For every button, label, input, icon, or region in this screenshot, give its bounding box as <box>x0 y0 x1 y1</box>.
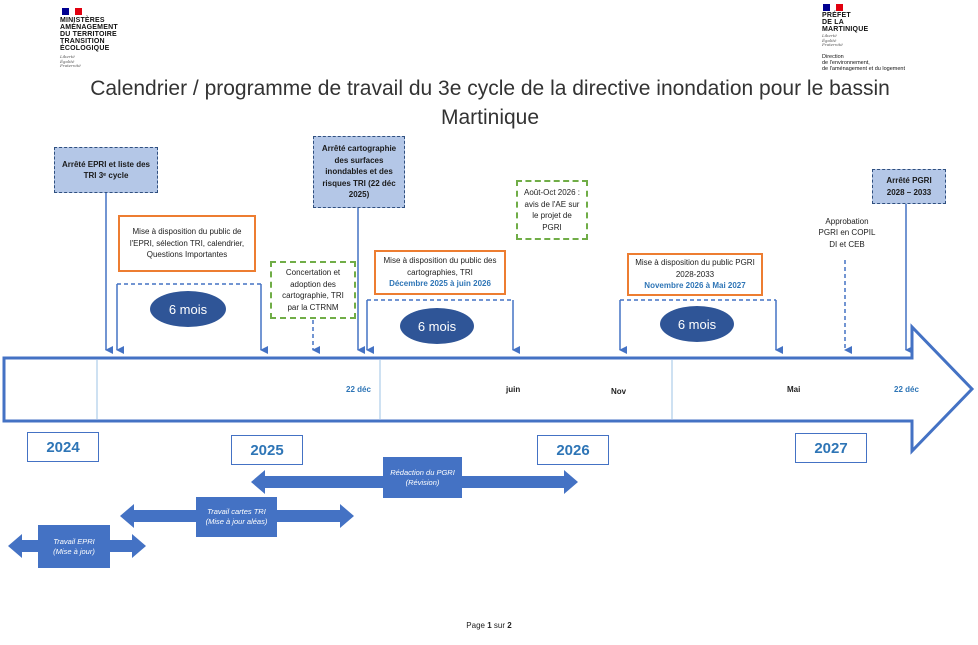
task-label-bg-epri <box>38 525 110 568</box>
left-flag-icon <box>62 8 83 15</box>
duration-pill-1: 6 mois <box>150 291 226 327</box>
milestone-arrete-epri: Arrêté EPRI et liste des TRI 3ᵉ cycle <box>54 147 158 193</box>
year-2027: 2027 <box>795 433 867 463</box>
right-logo-motto: Liberté Égalité Fraternité <box>822 33 843 47</box>
tick-nov: Nov <box>611 387 627 396</box>
bracket-2 <box>366 299 520 354</box>
right-flag-icon <box>823 4 844 11</box>
milestone-arrete-pgri: Arrêté PGRI 2028 – 2033 <box>872 169 946 204</box>
bracket-3 <box>619 299 783 354</box>
duration-pill-2: 6 mois <box>400 308 474 344</box>
left-logo-name: MINISTÈRES AMÉNAGEMENT DU TERRITOIRE TRA… <box>60 17 118 52</box>
right-logo-name: PRÉFET DE LA MARTINIQUE <box>822 12 869 33</box>
right-logo-sub: Direction de l'environnement, de l'aména… <box>822 54 905 72</box>
tick-22-dec-2025: 22 déc <box>346 385 371 394</box>
page-title-line2: Martinique <box>440 106 540 129</box>
task-label-bg-cartes <box>196 497 277 537</box>
duration-pill-3: 6 mois <box>660 306 734 342</box>
milestone-concertation: Concertation et adoption des cartographi… <box>270 261 356 319</box>
milestone-arrete-carto: Arrêté cartographie des surfaces inondab… <box>313 136 405 208</box>
task-label-epri: Travail EPRI (Mise à jour) <box>53 536 95 556</box>
milestone-mise-dispo-pgri: Mise à disposition du public PGRI 2028-2… <box>627 253 763 296</box>
year-2026: 2026 <box>537 435 609 465</box>
tick-22-dec-2027: 22 déc <box>894 385 919 394</box>
milestone-mise-dispo-epri: Mise à disposition du public de l'EPRI, … <box>118 215 256 272</box>
bracket-1 <box>116 283 268 354</box>
task-label-cartes: Travail cartes TRI (Mise à jour aléas) <box>205 507 268 526</box>
tick-juin: juin <box>506 385 521 394</box>
tick-mai: Mai <box>787 385 801 394</box>
task-label-bg-redaction <box>383 457 462 498</box>
milestone-mise-dispo-carto: Mise à disposition du public des cartogr… <box>374 250 506 295</box>
milestone-avis-ae: Août-Oct 2026 : avis de l'AE sur le proj… <box>516 180 588 240</box>
year-2025: 2025 <box>231 435 303 465</box>
page-title-line1: Calendrier / programme de travail du 3e … <box>90 77 890 100</box>
page-footer: Page 1 sur 2 <box>466 621 512 630</box>
task-label-redaction: Rédaction du PGRI (Révision) <box>390 467 455 487</box>
year-2024: 2024 <box>27 432 99 462</box>
left-logo-motto: Liberté Égalité Fraternité <box>60 54 81 68</box>
milestone-approbation: Approbation PGRI en COPIL DI et CEB <box>818 216 876 249</box>
